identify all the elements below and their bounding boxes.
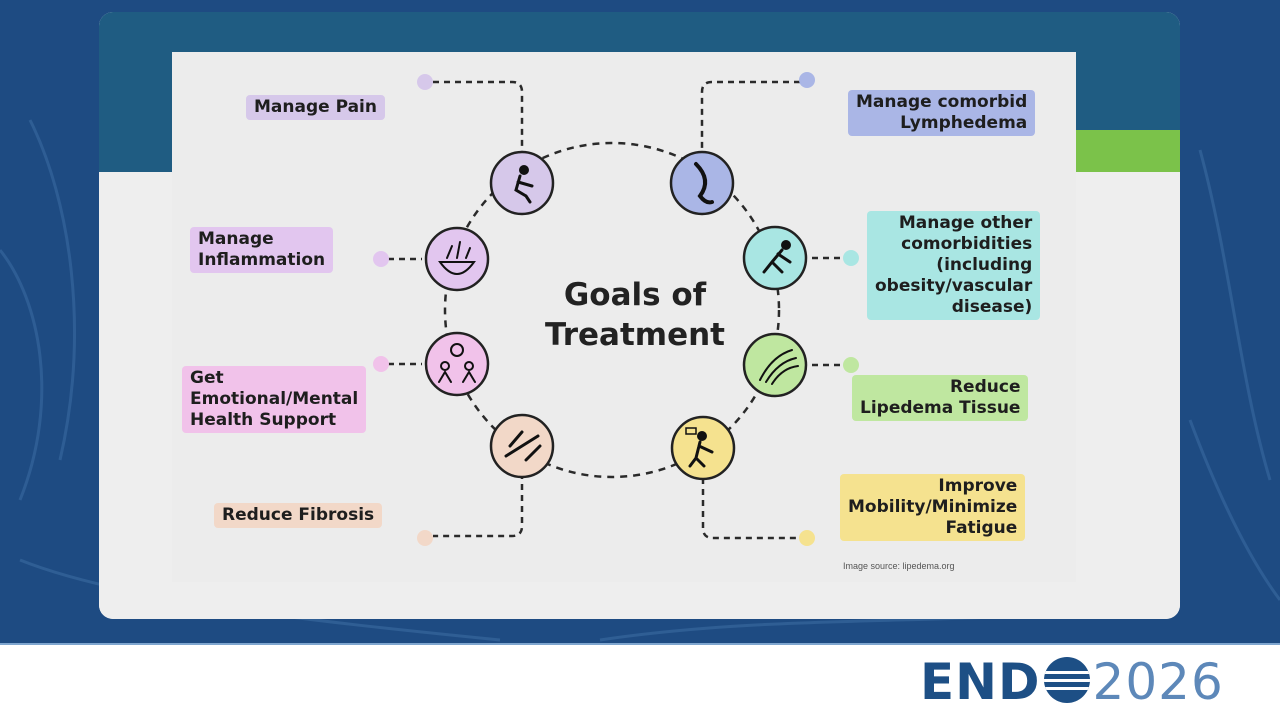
globe-icon [1043, 657, 1090, 703]
endo-2026-logo: END 2026 [920, 652, 1224, 712]
dot-mobility [799, 530, 815, 546]
goal-label-inflammation: Manage Inflammation [190, 227, 334, 273]
dot-lipedema [843, 357, 859, 373]
goal-label-emotional: Get Emotional/Mental Health Support [182, 366, 367, 433]
goal-label-lymphedema: Manage comorbid Lymphedema [848, 90, 1036, 136]
center-ring [443, 141, 781, 479]
goal-label-fibrosis: Reduce Fibrosis [214, 503, 383, 528]
dot-emotional [373, 356, 389, 372]
card-accent-band [1076, 130, 1180, 176]
dot-fibrosis [417, 530, 433, 546]
logo-end-text: END [920, 653, 1041, 711]
connector-lymphedema [700, 80, 800, 152]
goal-label-pain: Manage Pain [246, 95, 385, 120]
swollen-leg-icon [669, 150, 735, 216]
goal-label-comorbidities: Manage other comorbidities (including ob… [867, 211, 1041, 320]
counseling-icon [424, 331, 490, 397]
diagram-title: Goals of Treatment [544, 277, 725, 353]
dot-pain [417, 74, 433, 90]
connector-pain [433, 80, 524, 156]
image-source-caption: Image source: lipedema.org [843, 561, 955, 571]
dot-comorbidities [843, 250, 859, 266]
connector-mobility [701, 478, 800, 540]
connector-fibrosis [433, 473, 524, 538]
goal-label-lipedema: Reduce Lipedema Tissue [852, 375, 1029, 421]
dot-inflammation [373, 251, 389, 267]
dot-lymphedema [799, 72, 815, 88]
goal-label-mobility: Improve Mobility/Minimize Fatigue [840, 474, 1026, 541]
logo-year-text: 2026 [1092, 653, 1224, 711]
